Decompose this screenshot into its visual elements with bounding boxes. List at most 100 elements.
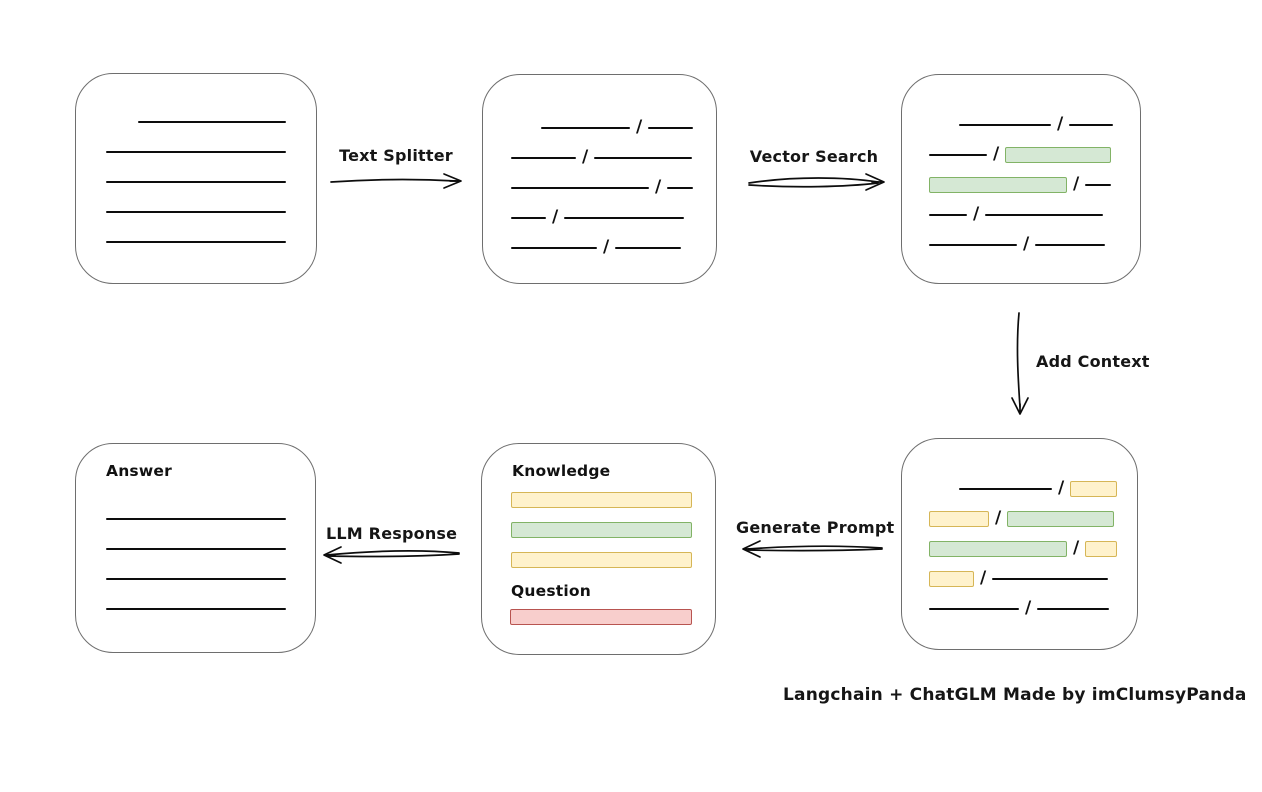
text-line: [106, 608, 286, 610]
vector-search-arrow: [748, 173, 885, 191]
yellow-highlight-bar: [1070, 481, 1118, 497]
text-line: [106, 181, 286, 183]
text-line: [511, 217, 546, 219]
doc-row: /: [511, 143, 716, 173]
slash-separator: /: [636, 116, 643, 137]
chunk-lines: / / / / /: [902, 439, 1137, 624]
green-highlight-bar: [929, 177, 1067, 193]
doc-row: [106, 167, 316, 197]
source-document-box: [75, 73, 317, 284]
text-line: [106, 518, 286, 520]
doc-row: /: [511, 233, 716, 263]
text-line: [929, 244, 1017, 246]
text-line: [929, 214, 967, 216]
text-line: [648, 127, 694, 129]
text-splitter-arrow: [330, 173, 462, 189]
green-highlight-bar: [1007, 511, 1115, 527]
matched-chunks-box: / / / / /: [901, 74, 1141, 284]
text-line: [138, 121, 286, 123]
red-highlight-bar: [510, 609, 692, 625]
text-line: [985, 214, 1104, 216]
slash-separator: /: [1073, 537, 1080, 558]
diagram-caption: Langchain + ChatGLM Made by imClumsyPand…: [783, 685, 1247, 705]
text-line: [106, 211, 286, 213]
indent-spacer: [929, 125, 959, 126]
answer-label: Answer: [106, 462, 172, 480]
slash-separator: /: [582, 146, 589, 167]
doc-row: /: [929, 564, 1137, 594]
indent-spacer: [106, 122, 138, 123]
text-line: [1035, 244, 1106, 246]
answer-box: Answer: [75, 443, 316, 653]
yellow-highlight-bar: [511, 492, 692, 508]
knowledge-label: Knowledge: [512, 462, 611, 480]
text-splitter-label: Text Splitter: [339, 146, 453, 165]
slash-separator: /: [993, 143, 1000, 164]
answer-lines: [76, 480, 315, 624]
generate-prompt-label: Generate Prompt: [736, 518, 895, 537]
text-line: [1085, 184, 1112, 186]
doc-row: [106, 594, 315, 624]
text-line: [1069, 124, 1114, 126]
slash-separator: /: [973, 203, 980, 224]
indent-spacer: [929, 489, 959, 490]
add-context-arrow: [1011, 312, 1029, 415]
llm-response-arrow: [323, 546, 460, 564]
text-line: [541, 127, 630, 129]
doc-row: [106, 504, 315, 534]
slash-separator: /: [655, 176, 662, 197]
doc-row: /: [929, 200, 1140, 230]
slash-separator: /: [1025, 597, 1032, 618]
text-line: [667, 187, 694, 189]
doc-row: [106, 227, 316, 257]
doc-row: [106, 137, 316, 167]
knowledge-bars: [482, 480, 715, 575]
doc-row: [106, 534, 315, 564]
question-bar: [482, 600, 715, 632]
doc-row: /: [511, 173, 716, 203]
green-highlight-bar: [929, 541, 1067, 557]
doc-row: /: [929, 534, 1137, 564]
context-chunks-box: / / / / /: [901, 438, 1138, 650]
text-line: [511, 157, 576, 159]
chunk-lines: / / / / /: [483, 75, 716, 263]
text-line: [929, 154, 987, 156]
generate-prompt-arrow: [742, 540, 883, 558]
doc-row: /: [511, 203, 716, 233]
doc-row: [106, 197, 316, 227]
doc-row: [511, 515, 715, 545]
yellow-highlight-bar: [511, 552, 692, 568]
text-line: [594, 157, 693, 159]
slash-separator: /: [995, 507, 1002, 528]
text-line: [959, 488, 1052, 490]
llm-response-label: LLM Response: [326, 524, 458, 543]
vector-search-label: Vector Search: [749, 147, 879, 166]
text-line: [992, 578, 1109, 580]
yellow-highlight-bar: [929, 571, 974, 587]
text-line: [106, 548, 286, 550]
doc-row: [106, 107, 316, 137]
text-line: [106, 151, 286, 153]
text-line: [106, 241, 286, 243]
text-line: [511, 247, 597, 249]
doc-row: [510, 602, 715, 632]
doc-row: /: [929, 110, 1140, 140]
slash-separator: /: [1023, 233, 1030, 254]
doc-row: /: [929, 170, 1140, 200]
yellow-highlight-bar: [929, 511, 989, 527]
doc-row: [511, 485, 715, 515]
text-line: [511, 187, 649, 189]
slash-separator: /: [552, 206, 559, 227]
yellow-highlight-bar: [1085, 541, 1118, 557]
doc-row: /: [929, 504, 1137, 534]
slash-separator: /: [1073, 173, 1080, 194]
text-line: [615, 247, 682, 249]
slash-separator: /: [603, 236, 610, 257]
doc-row: /: [929, 594, 1137, 624]
doc-row: /: [929, 474, 1137, 504]
split-chunks-box: / / / / /: [482, 74, 717, 284]
add-context-label: Add Context: [1036, 352, 1150, 371]
indent-spacer: [511, 128, 541, 129]
doc-row: [106, 564, 315, 594]
